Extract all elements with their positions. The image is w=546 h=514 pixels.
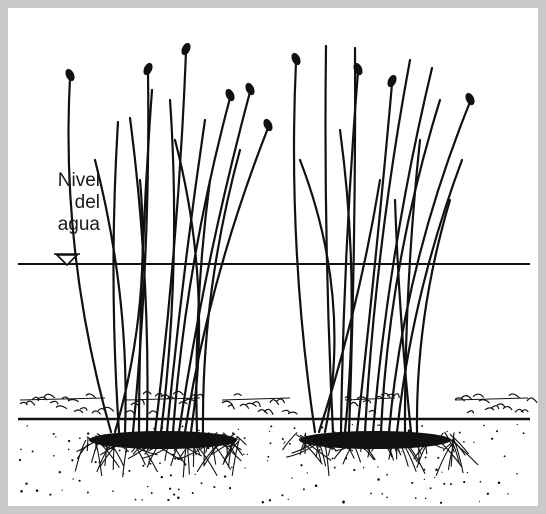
gravel-layer: [20, 391, 537, 415]
soil-dots: [19, 424, 525, 504]
water-level-label: Nivel del agua: [30, 170, 100, 236]
water-level-label-line2: del: [30, 192, 100, 214]
water-level-label-line1: Nivel: [30, 170, 100, 192]
water-level-label-line3: agua: [30, 214, 100, 236]
plant-clump-left: [64, 41, 275, 477]
plant-clump-right: [283, 46, 479, 476]
